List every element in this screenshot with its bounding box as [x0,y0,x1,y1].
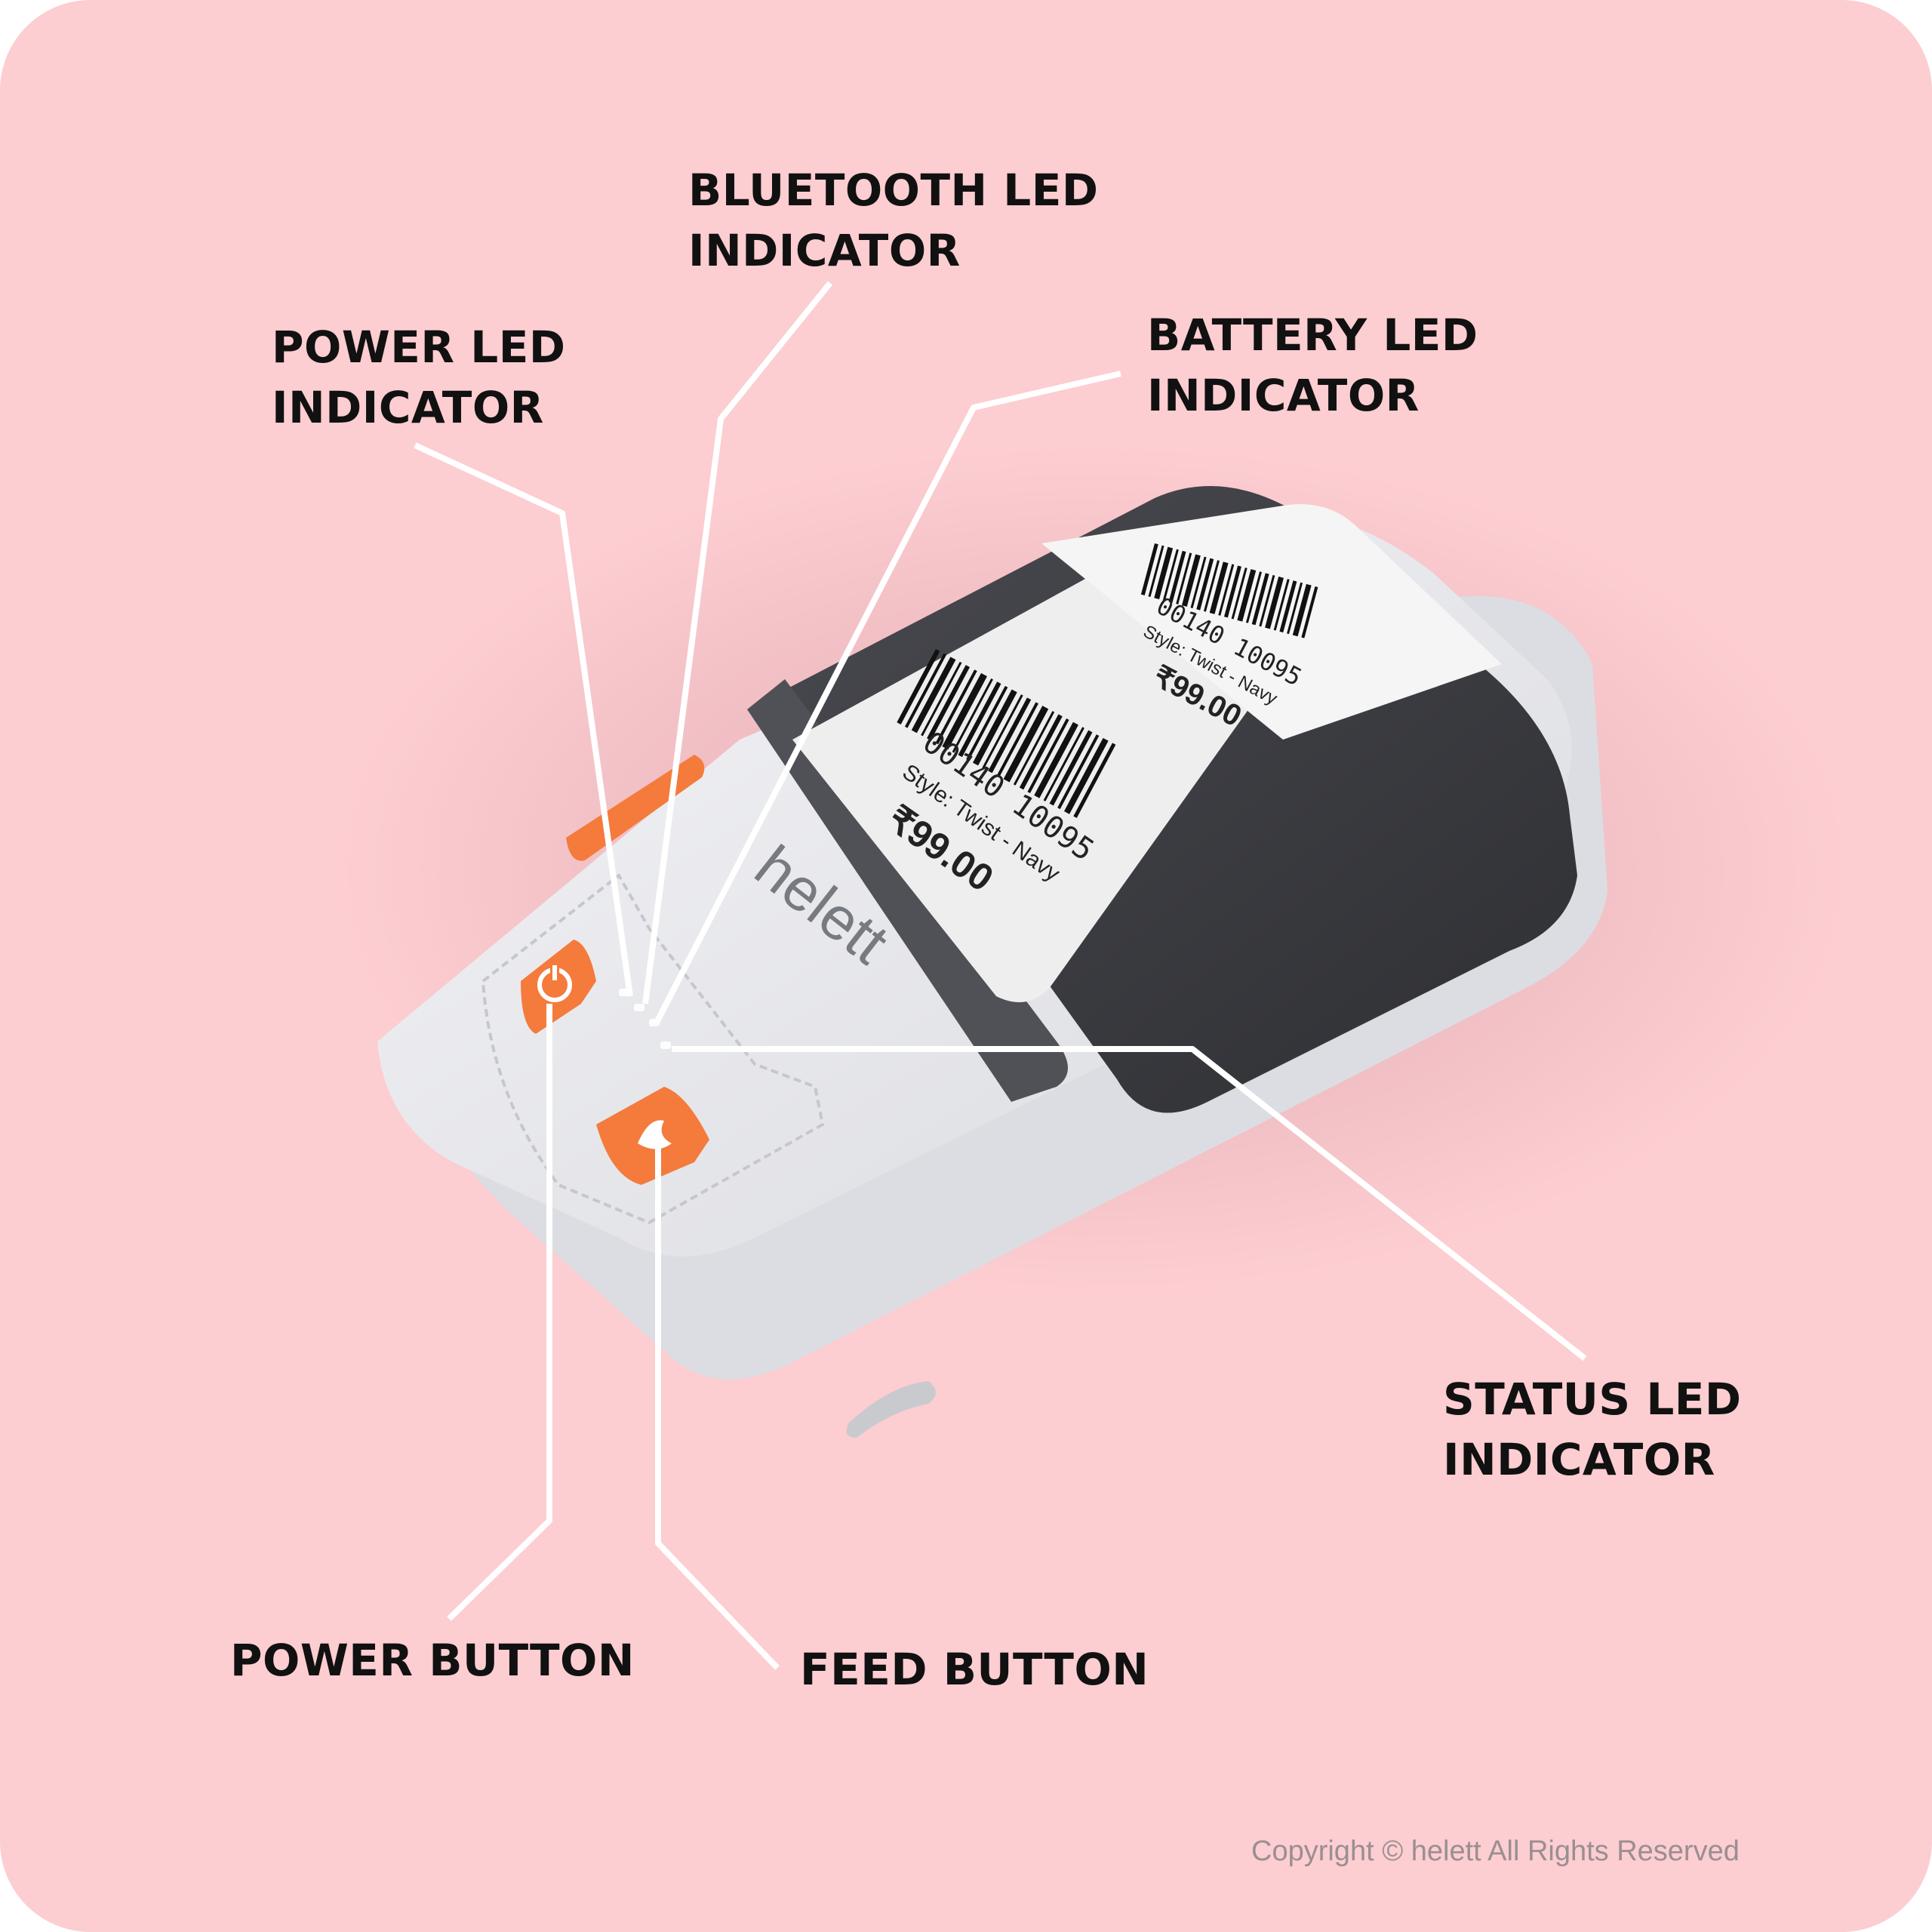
orange-accent-strip [566,755,705,861]
status-led-label-line2: INDICATOR [1443,1434,1715,1485]
bluetooth-led-line [642,281,833,1004]
power-led-label: POWER LED INDICATOR [272,317,566,438]
bluetooth-led-label-line2: INDICATOR [688,225,961,276]
power-icon [537,964,572,1002]
barcode-front [897,649,1116,818]
bluetooth-led [634,1004,645,1011]
bluetooth-led-label-line1: BLUETOOTH LED [688,165,1099,216]
power-button-label: POWER BUTTON [230,1630,635,1690]
feed-icon [638,1120,672,1149]
cover-lip [747,679,1068,1102]
bluetooth-led-label: BLUETOOTH LED INDICATOR [688,160,1099,281]
control-panel [481,873,825,1225]
power-button-label-line1: POWER BUTTON [230,1635,635,1686]
status-led [660,1041,671,1049]
status-led-label: STATUS LED INDICATOR [1443,1369,1742,1490]
side-slot [846,1381,936,1438]
power-led-line [414,442,633,997]
copyright-notice: Copyright © helett All Rights Reserved [1251,1835,1740,1867]
power-led-label-line1: POWER LED [272,321,566,373]
status-led-label-line1: STATUS LED [1443,1374,1742,1425]
power-button[interactable] [521,940,596,1034]
feed-button[interactable] [596,1087,709,1185]
battery-led-line [654,371,1121,1024]
barcode-top [1140,543,1318,638]
status-led-line [672,1046,1587,1361]
battery-led-label: BATTERY LED INDICATOR [1147,305,1478,426]
power-led-label-line2: INDICATOR [272,382,544,433]
feed-button-line [655,1143,780,1670]
battery-led-label-line2: INDICATOR [1147,370,1420,421]
feed-button-label: FEED BUTTON [800,1639,1149,1700]
power-button-line [447,1004,552,1621]
feed-button-label-line1: FEED BUTTON [800,1644,1149,1695]
battery-led-label-line1: BATTERY LED [1147,309,1478,361]
